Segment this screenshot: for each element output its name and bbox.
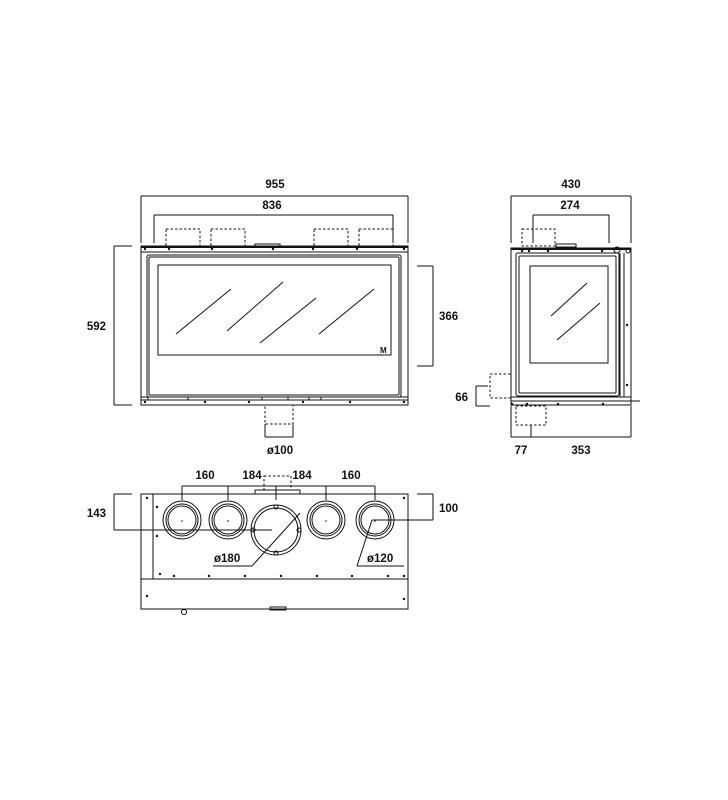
- front-overall-height-dimension: 592: [87, 245, 132, 406]
- front-top-duct-2: [210, 228, 246, 247]
- front-glass-logo: M: [380, 346, 387, 355]
- side-overall-depth-dimension: 430: [510, 179, 632, 243]
- front-body: [140, 243, 409, 406]
- top-body: [140, 493, 409, 615]
- top-outlet-4: [306, 500, 346, 540]
- side-rear-depth-label: 353: [571, 445, 590, 457]
- top-depth-left-label: 143: [87, 508, 106, 520]
- top-view: 160 184 184 160: [87, 470, 458, 615]
- side-front-offset-label: 77: [515, 445, 528, 457]
- front-glass-panel: M: [157, 264, 392, 356]
- top-inner-spacing-right-label: 184: [292, 470, 312, 482]
- side-body: [510, 243, 640, 406]
- front-top-duct-1: [165, 228, 201, 247]
- side-bottom-dimensions: 77 353: [510, 406, 632, 457]
- side-glass-panel: [529, 265, 609, 364]
- front-view: 955 836: [87, 179, 458, 457]
- top-spacing-dimensions: 160 184 184 160: [181, 470, 376, 500]
- front-glass-height-dimension: 366: [417, 265, 458, 367]
- side-view: 430 274: [455, 179, 640, 457]
- top-outlet-2: [208, 500, 248, 540]
- top-diameter-leaders: ø180 ø120: [163, 512, 410, 567]
- front-overall-height-label: 592: [87, 321, 106, 333]
- front-glass-height-label: 366: [439, 311, 458, 323]
- front-overall-width-label: 955: [265, 179, 285, 191]
- front-inner-width-dimension: 836: [153, 200, 394, 243]
- top-outer-spacing-right-label: 160: [341, 470, 360, 482]
- top-depth-right-label: 100: [439, 503, 458, 515]
- side-bottom-duct: [515, 405, 547, 426]
- front-top-duct-4: [358, 228, 394, 247]
- top-center-outlet-diameter-label: ø180: [214, 553, 240, 565]
- front-inner-width-label: 836: [262, 200, 281, 212]
- side-air-inlet: 66: [455, 373, 512, 407]
- top-side-outlet-diameter-label: ø120: [367, 553, 393, 565]
- top-depth-right-dimension: 100: [410, 493, 458, 521]
- side-overall-depth-label: 430: [561, 179, 580, 191]
- front-outlet-diameter-label: ø100: [267, 445, 293, 457]
- top-outlet-1: [162, 500, 202, 540]
- top-inner-spacing-left-label: 184: [242, 470, 262, 482]
- side-air-inlet-height-label: 66: [455, 392, 468, 404]
- front-bottom-outlet: ø100: [264, 404, 294, 457]
- side-top-depth-dimension: 274: [532, 200, 610, 243]
- top-outer-spacing-left-label: 160: [195, 470, 214, 482]
- front-top-duct-3: [313, 228, 349, 247]
- front-overall-width-dimension: 955: [140, 179, 409, 243]
- side-top-duct: [521, 228, 556, 247]
- side-top-depth-label: 274: [560, 200, 580, 212]
- top-depth-left-dimension: 143: [87, 493, 163, 531]
